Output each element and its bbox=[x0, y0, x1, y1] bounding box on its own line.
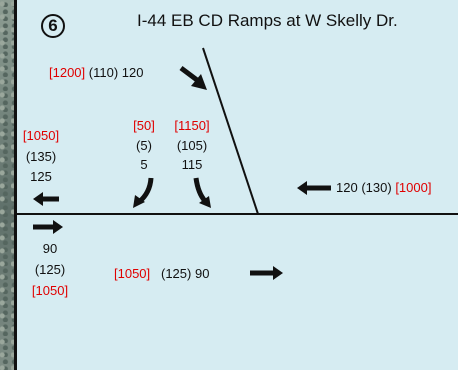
west-in-value: 90 bbox=[42, 241, 58, 256]
east-out-bracket: [1050] bbox=[114, 266, 151, 281]
left-ramp-value: 5 bbox=[140, 157, 148, 172]
left-ramp-paren: (5) bbox=[136, 138, 152, 153]
nw-ramp-value: 120 bbox=[121, 65, 144, 80]
nw-ramp-arrow-icon bbox=[179, 66, 207, 90]
road-lines bbox=[17, 47, 458, 215]
west-out-bracket: [1050] bbox=[22, 128, 60, 143]
ramp-diagonal-line bbox=[202, 47, 259, 215]
east-in-bracket: [1000] bbox=[395, 180, 432, 195]
east-in-value: 120 bbox=[336, 180, 358, 195]
west-in-paren: (125) bbox=[34, 262, 66, 277]
right-ramp-arrow-icon bbox=[193, 177, 211, 208]
intersection-number-badge: 6 bbox=[41, 14, 65, 38]
page-title: I-44 EB CD Ramps at W Skelly Dr. bbox=[137, 11, 398, 30]
nw-ramp-bracket: [1200] bbox=[49, 65, 86, 80]
right-ramp-paren: (105) bbox=[176, 138, 208, 153]
east-in-paren: (130) bbox=[361, 180, 392, 195]
west-in-arrow-icon bbox=[33, 220, 63, 234]
west-in-bracket: [1050] bbox=[31, 283, 69, 298]
west-out-paren: (135) bbox=[25, 149, 57, 164]
west-out-arrow-icon bbox=[33, 192, 59, 206]
right-ramp-value: 115 bbox=[181, 157, 203, 172]
left-ramp-arrow-icon bbox=[133, 177, 154, 208]
west-out-value: 125 bbox=[30, 169, 52, 184]
east-out-paren: (125) bbox=[161, 266, 192, 281]
right-ramp-bracket: [1150] bbox=[174, 118, 210, 133]
left-ramp-bracket: [50] bbox=[133, 118, 155, 133]
east-in-arrow-icon bbox=[297, 181, 331, 195]
east-out-arrow-icon bbox=[250, 266, 283, 280]
nw-ramp-paren: (110) bbox=[88, 65, 119, 80]
turning-movement-panel: 6 I-44 EB CD Ramps at W Skelly Dr. [1200… bbox=[14, 0, 458, 370]
east-out-value: 90 bbox=[194, 266, 210, 281]
